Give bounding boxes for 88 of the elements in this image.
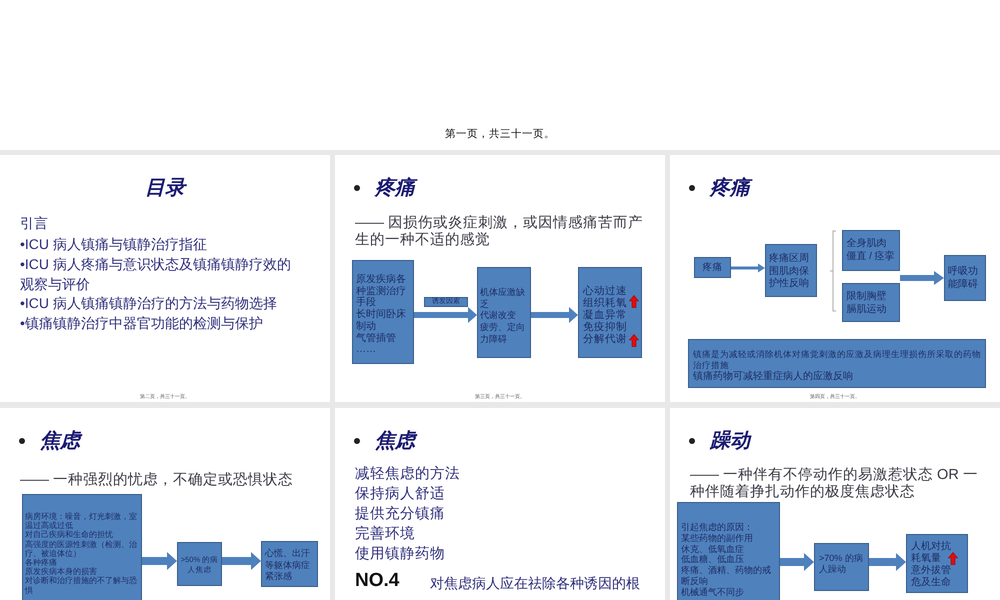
flow-box — [765, 244, 817, 297]
flow-box — [677, 502, 780, 600]
subtitle-text: —— 因损伤或炎症刺激，或因情感痛苦而产生的一种不适的感觉 — [355, 215, 644, 248]
subtitle-text: —— 一种强烈的忧虑，不确定或恐惧状态 — [20, 472, 294, 488]
box-text: 镇痛药物可减轻重症病人的应激反响 — [693, 371, 853, 382]
arrow — [780, 553, 814, 571]
box-text: 凝血异常 — [583, 309, 627, 321]
list-item: •ICU 病人疼痛与意识状态及镇痛镇静疗效的观察与评价 — [20, 255, 292, 294]
slide-title: 焦虑 — [375, 428, 415, 454]
flow-box — [694, 257, 731, 278]
arrow — [531, 307, 578, 323]
box-text: 限制胸壁膈肌运动 — [846, 291, 888, 316]
subtitle-text: —— 一种伴有不停动作的易激惹状态 OR 一种伴随着挣扎动作的极度焦虑状态 — [690, 467, 979, 500]
arrow — [222, 552, 261, 570]
flow-box — [578, 267, 642, 358]
arrow — [731, 264, 765, 272]
slide-title: 焦虑 — [40, 428, 80, 454]
flow-box — [842, 283, 900, 322]
box-text: 机械通气不同步 — [681, 586, 744, 598]
box-text: 对诊断和治疗措施的不了解与恐惧 — [25, 576, 138, 595]
arrow — [869, 553, 906, 571]
list-item: 引言 — [20, 214, 48, 233]
flow-box — [477, 267, 531, 358]
box-text: 对自己疾病和生命的担忧 — [25, 530, 113, 540]
box-text: 某些药物的副作用 — [681, 532, 753, 544]
flow-box — [814, 543, 869, 591]
slide-panel — [335, 155, 665, 402]
box-text: 危及生命 — [911, 577, 951, 589]
arrow — [900, 271, 944, 285]
flow-box — [842, 230, 900, 271]
list-item: •ICU 病人镇痛与镇静治疗指征 — [20, 235, 207, 254]
list-item: •镇痛镇静治疗中器官功能的检测与保护 — [20, 314, 263, 333]
box-text: 心慌、出汗等躯体病症 — [265, 548, 311, 571]
slide-title: 疼痛 — [375, 175, 415, 201]
box-text: …… — [356, 344, 376, 356]
note-box — [688, 339, 986, 388]
box-text: 代谢改变 — [480, 310, 516, 322]
slide-title: 目录 — [145, 176, 185, 201]
arrow — [142, 552, 177, 570]
box-text: 全身肌肉僵直 / 痉挛 — [846, 238, 896, 263]
slide-panel — [0, 408, 330, 600]
box-text: 疼痛 — [702, 262, 722, 273]
flow-box — [22, 494, 142, 600]
box-text: 各种疼痛 — [25, 558, 57, 568]
slide-title: 躁动 — [710, 429, 750, 454]
slide-panel — [670, 155, 1000, 402]
section-number: NO.4 — [355, 570, 400, 592]
box-text: 耗氧量 — [911, 553, 941, 564]
box-text: 休克、低氧血症 — [681, 544, 744, 554]
box-text: >70% 的病人躁动 — [819, 553, 864, 575]
box-text: 疲劳、定向力障碍 — [480, 322, 526, 346]
box-text: 紧张感 — [265, 571, 292, 582]
box-text: 机体应激缺乏 — [480, 287, 526, 310]
flow-box — [352, 260, 414, 364]
box-text: 组织耗氧 — [583, 297, 627, 309]
flow-box — [261, 541, 318, 587]
box-text: 原发疾病各种监测治疗手段 — [356, 274, 407, 308]
slide-panel — [670, 408, 1000, 600]
list-item: 提供充分镇痛 — [355, 504, 445, 524]
box-text: 疼痛区周围肌肉保护性反响 — [769, 253, 810, 290]
box-text: 免疫抑制 — [583, 321, 627, 333]
arrow — [414, 307, 477, 323]
box-text: 人机对抗 — [911, 541, 951, 552]
slide-title: 疼痛 — [710, 175, 750, 201]
box-text: 病房环境：噪音，灯光刺激，室温过高或过低 — [25, 512, 138, 530]
box-text: 低血糖、低血压 — [681, 554, 744, 566]
flow-box — [944, 255, 986, 301]
page-header: 第一页，共三十一页。 — [445, 128, 555, 141]
list-item: 使用镇静药物 — [355, 545, 445, 564]
box-text: 呼吸功能障碍 — [948, 266, 979, 291]
slide-panel — [335, 408, 665, 600]
box-text: 气管插管 — [356, 332, 396, 344]
box-text: 疼痛、酒精、药物的戒断反响 — [681, 565, 772, 587]
box-text: 镇痛是为减轻或消除机体对痛觉刺激的应激及病理生理损伤所采取的药物治疗措施 — [693, 349, 981, 370]
box-text: 长时间卧床制动 — [356, 309, 407, 333]
list-item: •ICU 病人镇痛镇静治疗的方法与药物选择 — [20, 294, 277, 313]
box-text: 高强度的医源性刺激（检测、治疗、被迫体位） — [25, 540, 138, 558]
box-text: 引起焦虑的原因： — [681, 522, 753, 533]
box-text: 分解代谢 — [583, 333, 627, 345]
box-text: 心动过速 — [583, 285, 627, 297]
box-text: 原发疾病本身的损害 — [25, 567, 97, 576]
flow-box — [906, 534, 968, 593]
list-item: 完善环境 — [355, 524, 415, 544]
body-text: 对焦虑病人应在祛除各种诱因的根 — [430, 574, 640, 592]
flow-box — [177, 542, 222, 586]
list-item: 减轻焦虑的方法 — [355, 464, 460, 484]
list-item: 保持病人舒适 — [355, 485, 445, 504]
box-text: 意外拔管 — [911, 565, 951, 576]
